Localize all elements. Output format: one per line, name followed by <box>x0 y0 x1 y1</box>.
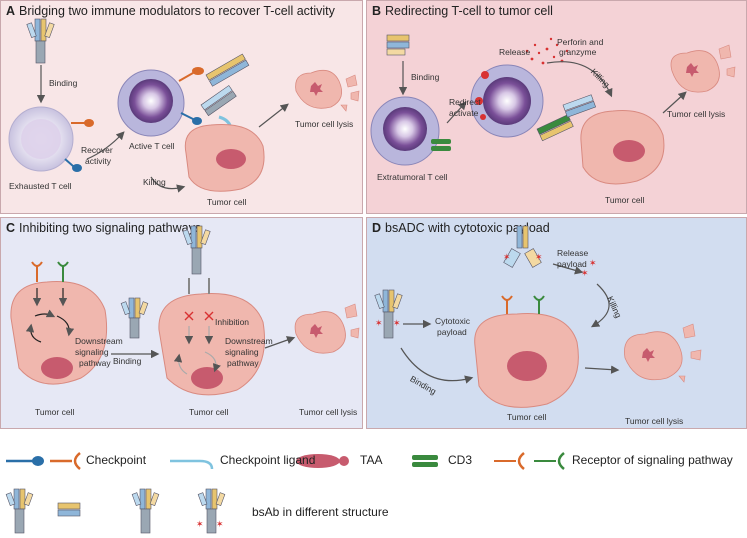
pathway-label-c1: pathway <box>79 358 111 368</box>
recover-label: Recover <box>81 145 113 155</box>
legend-cd3: CD3 <box>448 453 473 467</box>
legend-bsab: bsAb in different structure <box>252 505 389 519</box>
perforin-label: Perforin and <box>557 37 604 47</box>
binding-label-a: Binding <box>49 78 78 88</box>
tumor-label-c2: Tumor cell <box>189 407 229 417</box>
extratumoral-label: Extratumoral T cell <box>377 172 448 182</box>
cd3-icon <box>412 455 438 467</box>
tumor-label-b: Tumor cell <box>605 195 645 205</box>
killing-label-a: Killing <box>143 177 166 187</box>
activate-label: activate <box>449 108 479 118</box>
activity-label: activity <box>85 156 111 166</box>
tumor-label-c1: Tumor cell <box>35 407 75 417</box>
lysis-label-b: Tumor cell lysis <box>667 109 726 119</box>
granzyme-label: granzyme <box>559 47 597 57</box>
lysis-label-a: Tumor cell lysis <box>295 119 354 129</box>
legend-receptor: Receptor of signaling pathway <box>572 453 733 467</box>
cytotoxic-label: Cytotoxic <box>435 316 470 326</box>
exhausted-label: Exhausted T cell <box>9 181 72 191</box>
checkpoint-orange-icon <box>50 452 81 470</box>
tumor-label-a: Tumor cell <box>207 197 247 207</box>
panel-d-illustration: ✶✶ ✶✶ ✶✶ <box>374 225 702 408</box>
downstream-label-c1: Downstream <box>75 336 123 346</box>
panel-c-illustration <box>10 225 360 396</box>
svg-text:✶: ✶ <box>196 519 204 529</box>
bsab-structure-icon-1 <box>5 488 34 534</box>
svg-text:✶: ✶ <box>581 268 589 278</box>
downstream-label-c2: Downstream <box>225 336 273 346</box>
panel-a-illustration <box>8 18 360 193</box>
bsab-structure-icon-4: ✶✶ <box>196 488 226 534</box>
binding-label-b: Binding <box>411 72 440 82</box>
redirect-label: Redirect <box>449 97 481 107</box>
checkpoint-blue-icon <box>6 456 44 466</box>
signaling-label-c1: signaling <box>75 347 109 357</box>
legend-taa: TAA <box>360 453 383 467</box>
lysis-label-c: Tumor cell lysis <box>299 407 358 417</box>
release-label-b: Release <box>499 47 531 57</box>
panel-b-illustration <box>370 34 736 185</box>
svg-text:✶: ✶ <box>535 252 543 262</box>
pathway-label-c2: pathway <box>227 358 259 368</box>
receptor-icon <box>494 452 565 470</box>
svg-text:✶: ✶ <box>393 318 401 328</box>
svg-text:✶: ✶ <box>216 519 224 529</box>
payload-label: payload <box>437 327 467 337</box>
svg-text:✶: ✶ <box>375 318 383 328</box>
legend-checkpoint: Checkpoint <box>86 453 147 467</box>
inhibition-label: Inhibition <box>215 317 250 327</box>
signaling-label-c2: signaling <box>225 347 259 357</box>
binding-label-c: Binding <box>113 356 142 366</box>
payload2-label: payload <box>557 259 587 269</box>
legend-checkpoint-ligand: Checkpoint ligand <box>220 453 316 467</box>
bsab-structure-icon-2 <box>57 502 81 517</box>
lysis-label-d: Tumor cell lysis <box>625 416 684 426</box>
checkpoint-ligand-icon <box>170 459 214 470</box>
release-label-d: Release <box>557 248 589 258</box>
tumor-label-d: Tumor cell <box>507 412 547 422</box>
active-label: Active T cell <box>129 141 175 151</box>
bsab-icon <box>26 18 55 64</box>
bsab-structure-icon-3 <box>131 488 160 534</box>
legend-icons: ✶✶ <box>5 452 565 534</box>
svg-text:✶: ✶ <box>589 258 597 268</box>
legend: ✶✶ Checkpoint Checkpoint ligand TAA CD3 … <box>0 431 747 538</box>
taa-icon <box>296 454 349 468</box>
tumor-cell-c1 <box>10 281 108 385</box>
svg-text:✶: ✶ <box>503 252 511 262</box>
